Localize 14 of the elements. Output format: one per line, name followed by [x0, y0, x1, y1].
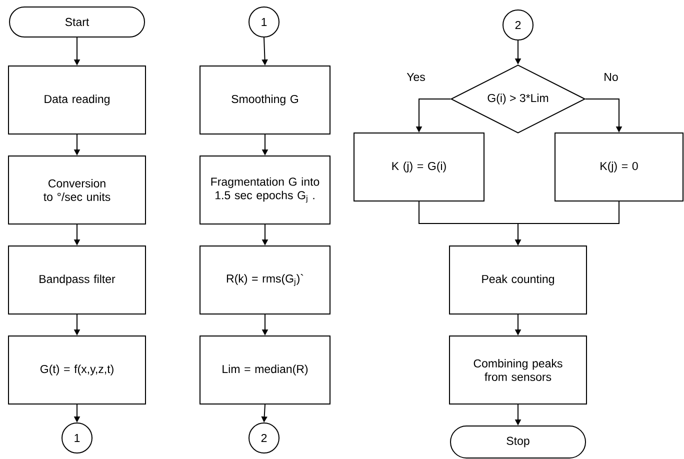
process-box: Data reading — [8, 66, 146, 134]
process-box: Lim = median(R) — [200, 336, 330, 404]
process-box: G(t) = f(x,y,z,t) — [8, 336, 146, 404]
process-box: Smoothing G — [200, 66, 330, 134]
process-box: K(j) = 0 — [554, 132, 684, 202]
process-box: Peak counting — [449, 246, 587, 314]
edge-label: Yes — [406, 72, 426, 82]
process-box: Fragmentation G into 1.5 sec epochs G$_{j}$ . — [200, 156, 330, 224]
process-box: Bandpass filter — [8, 246, 146, 314]
process-box: K (j) = G(i) — [354, 132, 484, 202]
process-box: Combining peaks from sensors — [449, 336, 587, 404]
process-box: Conversion to °/sec units — [8, 156, 146, 224]
edge-label: No — [602, 72, 620, 82]
process-box: R(k) = rms(G$_{j}$)` — [200, 246, 330, 314]
